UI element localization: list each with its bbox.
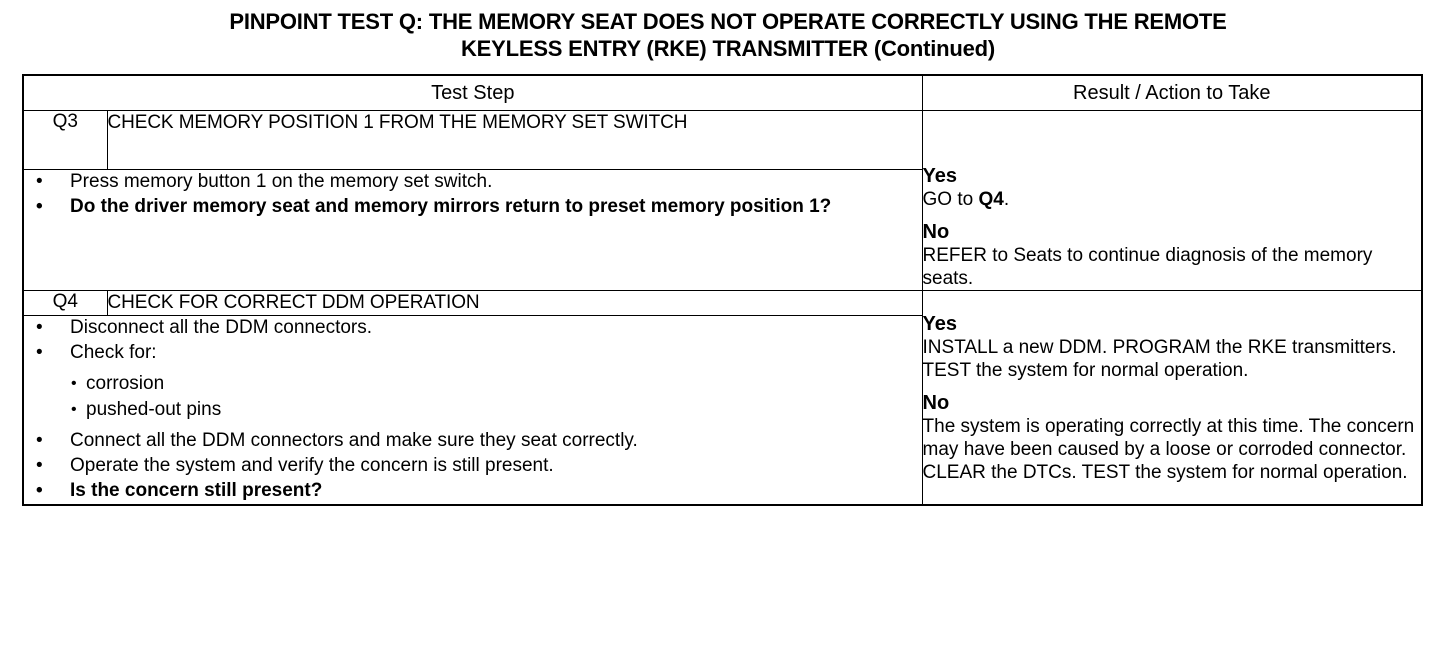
table-row: Q3 CHECK MEMORY POSITION 1 FROM THE MEMO…	[22, 109, 1423, 291]
column-header-result-action: Result / Action to Take	[921, 74, 1423, 111]
result-text-yes-q3-pre: GO to	[922, 189, 979, 210]
bullet-icon: •	[71, 401, 77, 418]
page-title-line-2: KEYLESS ENTRY (RKE) TRANSMITTER (Continu…	[460, 36, 996, 61]
column-header-test-step: Test Step	[22, 74, 923, 111]
result-cell-q4: Yes INSTALL a new DDM. PROGRAM the RKE t…	[921, 290, 1423, 506]
list-item: • Press memory button 1 on the memory se…	[24, 170, 922, 194]
step-body-q3: • Press memory button 1 on the memory se…	[22, 169, 923, 291]
list-item: • Disconnect all the DDM connectors.	[24, 316, 922, 340]
page-title-line-1: PINPOINT TEST Q: THE MEMORY SEAT DOES NO…	[229, 9, 1227, 34]
result-block-no-q3: No REFER to Seats to continue diagnosis …	[923, 221, 1422, 290]
result-label-yes-q4: Yes	[922, 313, 957, 335]
step-body-q4: • Disconnect all the DDM connectors. • C…	[22, 315, 923, 506]
list-item-text: Operate the system and verify the concer…	[70, 455, 554, 476]
list-item: • Check for:	[24, 341, 922, 365]
result-label-no-q3: No	[922, 221, 950, 243]
list-item: • Is the concern still present?	[24, 479, 922, 503]
result-text-yes-q3-ref: Q4	[978, 189, 1004, 210]
bullet-icon: •	[36, 342, 43, 363]
list-item-text: Do the driver memory seat and memory mir…	[70, 196, 832, 218]
result-block-yes-q4: Yes INSTALL a new DDM. PROGRAM the RKE t…	[923, 313, 1422, 382]
step-list-q4: • Disconnect all the DDM connectors. • C…	[24, 316, 922, 365]
list-item-text: pushed-out pins	[86, 399, 222, 420]
list-item-text: Connect all the DDM connectors and make …	[70, 430, 638, 451]
result-text-yes-q4: INSTALL a new DDM. PROGRAM the RKE trans…	[922, 337, 1397, 381]
page-title: PINPOINT TEST Q: THE MEMORY SEAT DOES NO…	[0, 8, 1456, 62]
result-block-no-q4: No The system is operating correctly at …	[923, 392, 1422, 484]
step-sublist-q4: • corrosion • pushed-out pins	[24, 372, 922, 422]
step-heading-q4: CHECK FOR CORRECT DDM OPERATION	[106, 290, 923, 316]
bullet-icon: •	[71, 375, 77, 392]
pinpoint-test-table: Test Step Result / Action to Take Q3 CHE…	[22, 74, 1424, 506]
result-label-yes-q3: Yes	[922, 165, 957, 187]
list-item: • corrosion	[24, 372, 922, 396]
list-item-text: corrosion	[86, 373, 165, 394]
result-spacer	[923, 291, 1422, 313]
list-item-text: Check for:	[70, 342, 157, 363]
table-row: • Press memory button 1 on the memory se…	[22, 169, 1422, 291]
bullet-icon: •	[36, 196, 43, 218]
bullet-icon: •	[36, 430, 43, 451]
list-item-text: Is the concern still present?	[70, 480, 323, 501]
result-cell-q3: Yes GO to Q4. No REFER to Seats to conti…	[921, 110, 1423, 291]
list-item: • pushed-out pins	[24, 398, 922, 422]
list-item-text: Press memory button 1 on the memory set …	[70, 171, 493, 193]
list-item: • Do the driver memory seat and memory m…	[24, 195, 922, 219]
bullet-icon: •	[36, 480, 43, 501]
bullet-icon: •	[36, 455, 43, 476]
step-id-q3: Q3	[22, 109, 108, 171]
result-block-yes-q3: Yes GO to Q4.	[923, 165, 1422, 211]
table-header-row: Test Step Result / Action to Take	[22, 74, 1423, 111]
table-row: • Disconnect all the DDM connectors. • C…	[22, 315, 1422, 506]
step-id-q4: Q4	[22, 290, 108, 316]
step-list-q3: • Press memory button 1 on the memory se…	[24, 170, 922, 219]
bullet-icon: •	[36, 171, 43, 193]
result-text-yes-q3: GO to Q4.	[923, 188, 1422, 211]
result-label-no-q4: No	[922, 392, 950, 414]
result-spacer	[923, 111, 1422, 165]
bullet-icon: •	[36, 317, 43, 338]
step-heading-q3: CHECK MEMORY POSITION 1 FROM THE MEMORY …	[106, 109, 923, 171]
list-item: • Operate the system and verify the conc…	[24, 454, 922, 478]
table-row: Q4 CHECK FOR CORRECT DDM OPERATION Yes I…	[22, 290, 1423, 506]
list-item: • Connect all the DDM connectors and mak…	[24, 429, 922, 453]
step-list-q4-cont: • Connect all the DDM connectors and mak…	[24, 429, 922, 503]
result-text-no-q4: The system is operating correctly at thi…	[922, 416, 1415, 483]
result-text-yes-q3-post: .	[1003, 189, 1010, 210]
list-item-text: Disconnect all the DDM connectors.	[70, 317, 373, 338]
result-text-no-q3: REFER to Seats to continue diagnosis of …	[922, 245, 1373, 289]
